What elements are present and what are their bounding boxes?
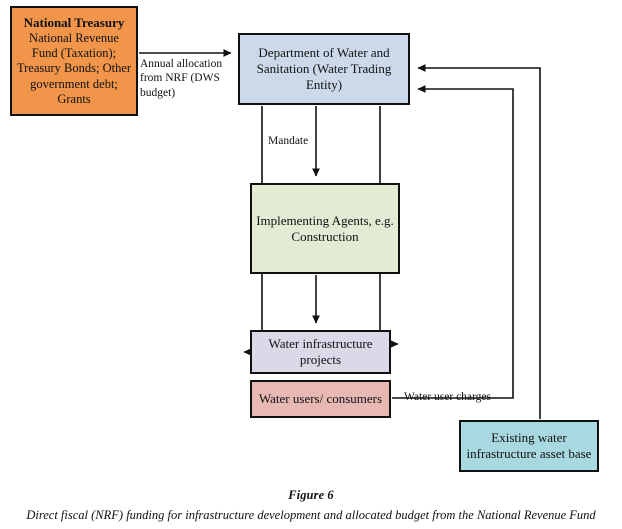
node-national-treasury[interactable]: National Treasury National Revenue Fund …	[10, 6, 138, 116]
node-department-water-sanitation-label: Department of Water and Sanitation (Wate…	[256, 45, 392, 92]
figure-caption: Figure 6 Direct fiscal (NRF) funding for…	[0, 488, 622, 523]
node-existing-water-asset-base-label: Existing water infrastructure asset base	[466, 430, 592, 461]
node-implementing-agents[interactable]: Implementing Agents, e.g. Construction	[250, 183, 400, 274]
edge-label-annual-allocation: Annual allocation from NRF (DWS budget)	[140, 58, 223, 99]
node-national-treasury-body: National Revenue Fund (Taxation); Treasu…	[16, 30, 132, 106]
node-water-infrastructure-projects[interactable]: Water infrastructure projects	[250, 330, 391, 374]
node-national-treasury-heading: National Treasury	[23, 14, 125, 30]
node-existing-water-asset-base[interactable]: Existing water infrastructure asset base	[459, 420, 599, 472]
edge-label-mandate: Mandate	[268, 135, 309, 147]
node-department-water-sanitation[interactable]: Department of Water and Sanitation (Wate…	[238, 33, 410, 105]
figure-description: Direct fiscal (NRF) funding for infrastr…	[26, 508, 596, 522]
edge-users-charges-to-dws	[392, 85, 514, 399]
edge-asset-to-dws	[417, 64, 541, 419]
node-water-users-consumers[interactable]: Water users/ consumers	[250, 380, 391, 418]
node-national-treasury-text: National Treasury National Revenue Fund …	[12, 15, 136, 107]
node-water-infrastructure-projects-label: Water infrastructure projects	[268, 336, 373, 367]
figure-number: Figure 6	[288, 488, 334, 502]
node-water-users-consumers-label: Water users/ consumers	[258, 391, 383, 407]
edge-label-water-user-charges: Water user charges	[404, 391, 491, 403]
node-implementing-agents-label: Implementing Agents, e.g. Construction	[256, 212, 394, 244]
